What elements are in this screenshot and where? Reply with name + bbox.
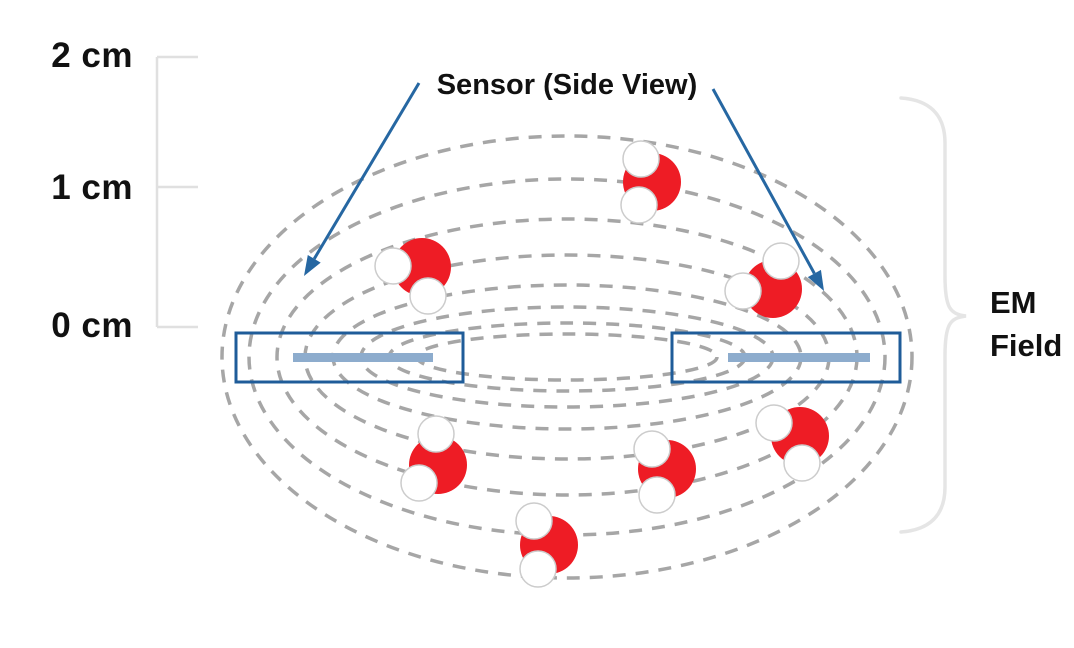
hydrogen-atom (762, 242, 800, 280)
hydrogen-atom (374, 247, 412, 285)
hydrogen-atom (633, 430, 671, 468)
field-line-ellipse (220, 134, 914, 580)
hydrogen-atom (755, 404, 793, 442)
ruler-label-2cm: 2 cm (51, 36, 133, 75)
sensor-side-view-label: Sensor (Side View) (436, 69, 698, 101)
em-field-label-line1: EM (990, 285, 1037, 320)
hydrogen-atom (417, 415, 455, 453)
sensor-housing (670, 331, 902, 384)
hydrogen-atom (783, 444, 821, 482)
sensor-electrode-plate (728, 353, 870, 362)
hydrogen-atom (620, 186, 658, 224)
sensor-pointer-arrowhead (807, 269, 824, 291)
hydrogen-atom (724, 272, 762, 310)
em-field-label-line2: Field (990, 328, 1063, 363)
hydrogen-atom (515, 502, 553, 540)
hydrogen-atom (409, 277, 447, 315)
em-field-brace (899, 96, 967, 534)
hydrogen-atom (638, 476, 676, 514)
sensor-pointer-arrow (312, 82, 421, 260)
hydrogen-atom (622, 140, 660, 178)
sensor-pointer-arrow (711, 88, 816, 275)
ruler-label-0cm: 0 cm (51, 306, 133, 345)
sensor-pointer-arrowhead (304, 254, 321, 276)
hydrogen-atom (519, 550, 557, 588)
sensor-housing (234, 331, 465, 384)
hydrogen-atom (400, 464, 438, 502)
ruler-label-1cm: 1 cm (51, 168, 133, 207)
sensor-electrode-plate (293, 353, 433, 362)
em-field-label: EM Field (990, 281, 1062, 367)
